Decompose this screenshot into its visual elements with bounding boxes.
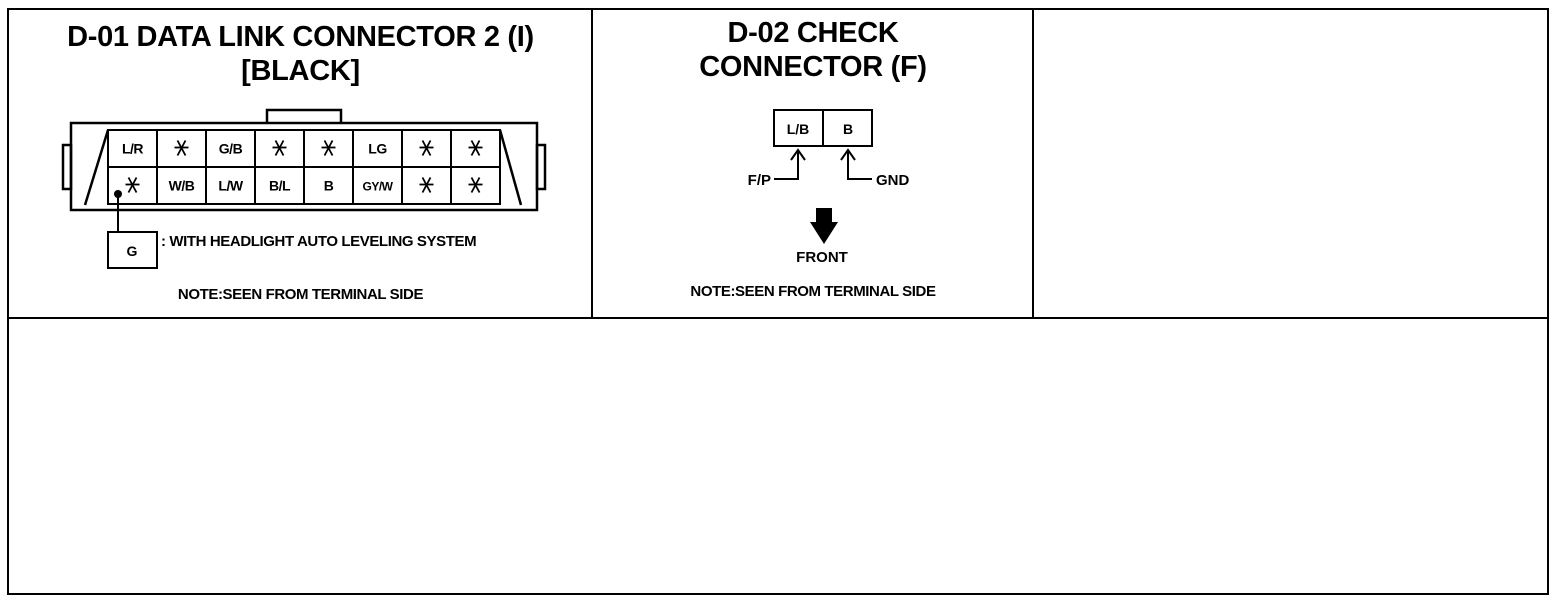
d02-callout-arrows bbox=[774, 148, 872, 180]
terminal-label: LG bbox=[368, 141, 387, 157]
empty-terminal-icon bbox=[468, 140, 483, 156]
d02-note: NOTE:SEEN FROM TERMINAL SIDE bbox=[690, 283, 936, 300]
empty-terminal-icon bbox=[174, 140, 189, 156]
empty-panel-top-right bbox=[1034, 10, 1547, 317]
d02-panel: D-02 CHECK CONNECTOR (F) NOTE:SEEN FROM … bbox=[593, 10, 1033, 317]
d02-connector: L/B B bbox=[773, 109, 873, 147]
d01-title: D-01 DATA LINK CONNECTOR 2 (I) [BLACK] bbox=[9, 20, 592, 88]
d01-terminal-grid: L/R G/B LG W/B L/W B/L B GY/W bbox=[122, 130, 483, 204]
empty-terminal-icon bbox=[321, 140, 336, 156]
d02-callout-left: F/P bbox=[748, 172, 771, 189]
terminal-label: B/L bbox=[269, 178, 291, 194]
terminal-label: L/R bbox=[122, 141, 143, 157]
d01-option-terminal: G bbox=[107, 190, 158, 269]
terminal-label: GY/W bbox=[363, 180, 394, 194]
d01-panel: D-01 DATA LINK CONNECTOR 2 (I) [BLACK] N… bbox=[9, 10, 592, 317]
terminal-label: G/B bbox=[219, 141, 243, 157]
d02-front-label: FRONT bbox=[796, 249, 848, 266]
front-arrow-icon bbox=[810, 208, 838, 244]
terminal-label: B bbox=[324, 178, 334, 194]
d02-terminal-1: L/B bbox=[787, 121, 810, 137]
empty-terminal-icon bbox=[468, 177, 483, 193]
empty-panel-bottom bbox=[9, 319, 1547, 593]
d01-title-line2: [BLACK] bbox=[241, 55, 360, 87]
d02-title-line1: D-02 CHECK bbox=[727, 17, 899, 49]
d01-title-line1: D-01 DATA LINK CONNECTOR 2 (I) bbox=[67, 21, 534, 53]
terminal-label: L/W bbox=[218, 178, 243, 194]
empty-terminal-icon bbox=[419, 177, 434, 193]
d02-callout-right: GND bbox=[876, 172, 910, 189]
d02-title: D-02 CHECK CONNECTOR (F) bbox=[593, 16, 1033, 84]
d01-option-terminal-label: G bbox=[127, 243, 138, 259]
sheet-border bbox=[7, 8, 1549, 595]
empty-terminal-icon bbox=[419, 140, 434, 156]
terminal-label: W/B bbox=[169, 178, 195, 194]
d01-option-text: : WITH HEADLIGHT AUTO LEVELING SYSTEM bbox=[161, 233, 476, 250]
empty-terminal-icon bbox=[272, 140, 287, 156]
d02-terminal-2: B bbox=[843, 121, 853, 137]
empty-terminal-icon bbox=[125, 177, 140, 193]
d01-note: NOTE:SEEN FROM TERMINAL SIDE bbox=[177, 286, 424, 303]
d02-title-line2: CONNECTOR (F) bbox=[699, 51, 927, 83]
